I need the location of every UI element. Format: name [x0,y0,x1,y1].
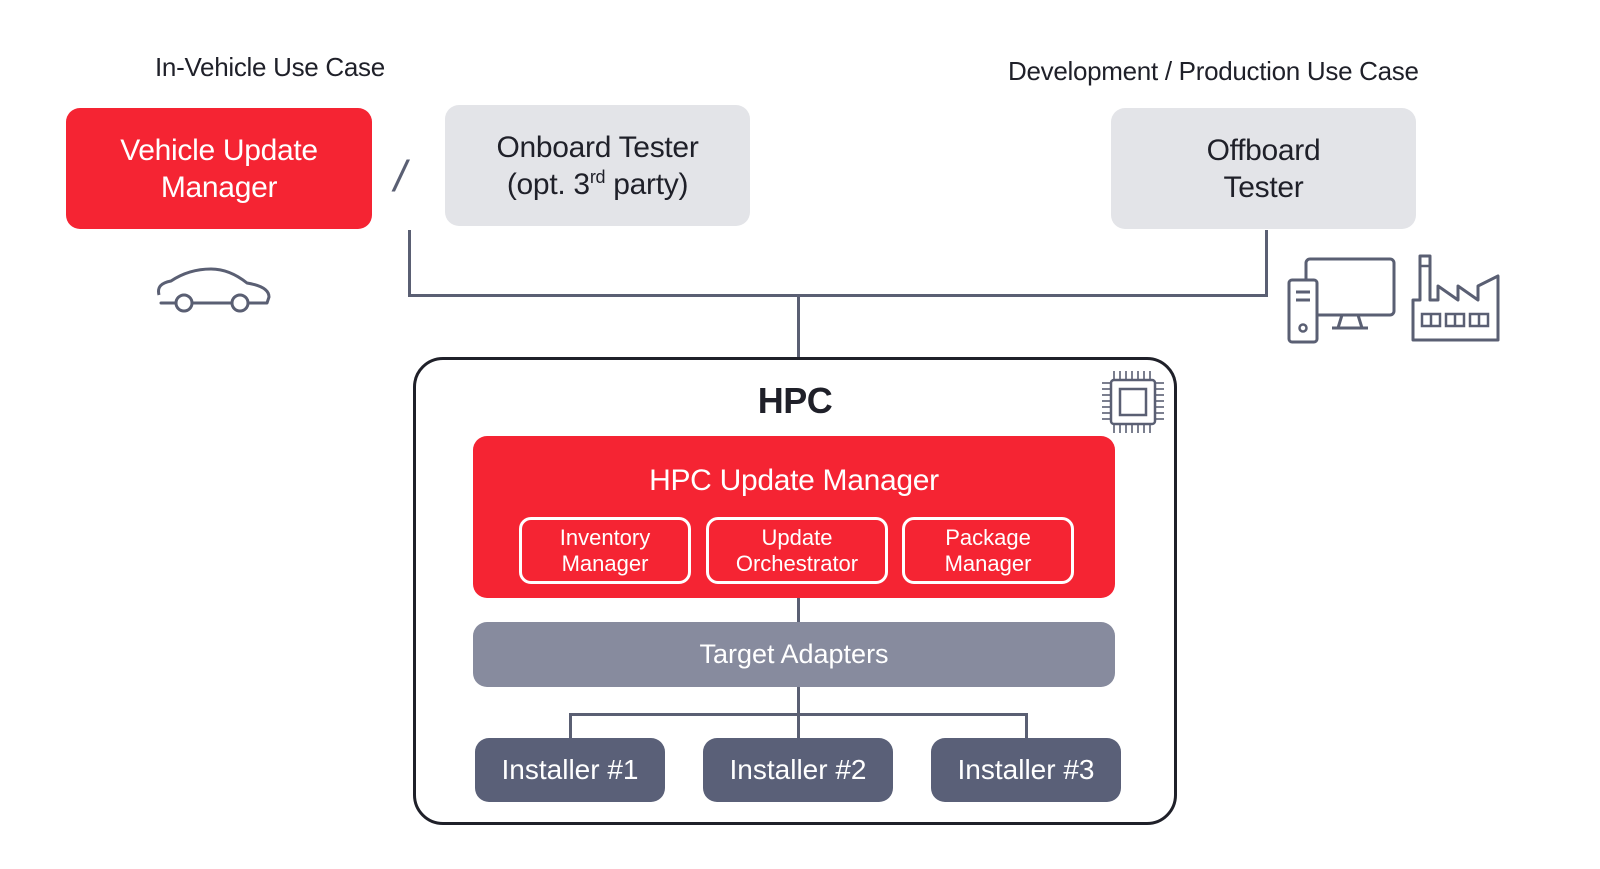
offboard-tester-box: Offboard Tester [1111,108,1416,229]
vehicle-update-manager-box: Vehicle Update Manager [66,108,372,229]
in-vehicle-title: In-Vehicle Use Case [155,52,385,82]
car-icon [157,267,271,313]
connector-installer-1 [569,713,572,738]
factory-icon [1411,254,1500,342]
connector-offboard-down [1265,230,1268,297]
hpc-update-manager-title: HPC Update Manager [649,464,939,497]
target-adapters-label: Target Adapters [699,639,889,669]
onboard-tester-note: (opt. 3rd party) [506,166,689,201]
desktop-computer-icon [1287,257,1396,344]
dev-production-title: Development / Production Use Case [1008,56,1419,86]
connector-installers-horizontal [569,713,1028,716]
onboard-tester-box: Onboard Tester (opt. 3rd party) [445,105,750,226]
installer-3-box: Installer #3 [931,738,1121,802]
vehicle-update-manager-label: Vehicle Update Manager [120,133,318,204]
connector-adapters-down [797,687,800,738]
package-manager-box: Package Manager [902,517,1074,584]
connector-onboard-down [408,230,411,297]
connector-um-adapters [797,598,800,622]
installer-2-box: Installer #2 [703,738,893,802]
connector-to-hpc [797,294,800,357]
installer-1-box: Installer #1 [475,738,665,802]
target-adapters-box: Target Adapters [473,622,1115,687]
inventory-manager-box: Inventory Manager [519,517,691,584]
hpc-title: HPC [757,380,833,421]
connector-installer-3 [1025,713,1028,738]
update-orchestrator-box: Update Orchestrator [706,517,888,584]
separator-slash: / [394,152,407,201]
hpc-container [413,357,1177,825]
connector-horizontal [408,294,1268,297]
onboard-tester-label: Onboard Tester [496,130,699,164]
chip-icon [1102,371,1164,433]
offboard-tester-label: Offboard Tester [1206,133,1321,204]
